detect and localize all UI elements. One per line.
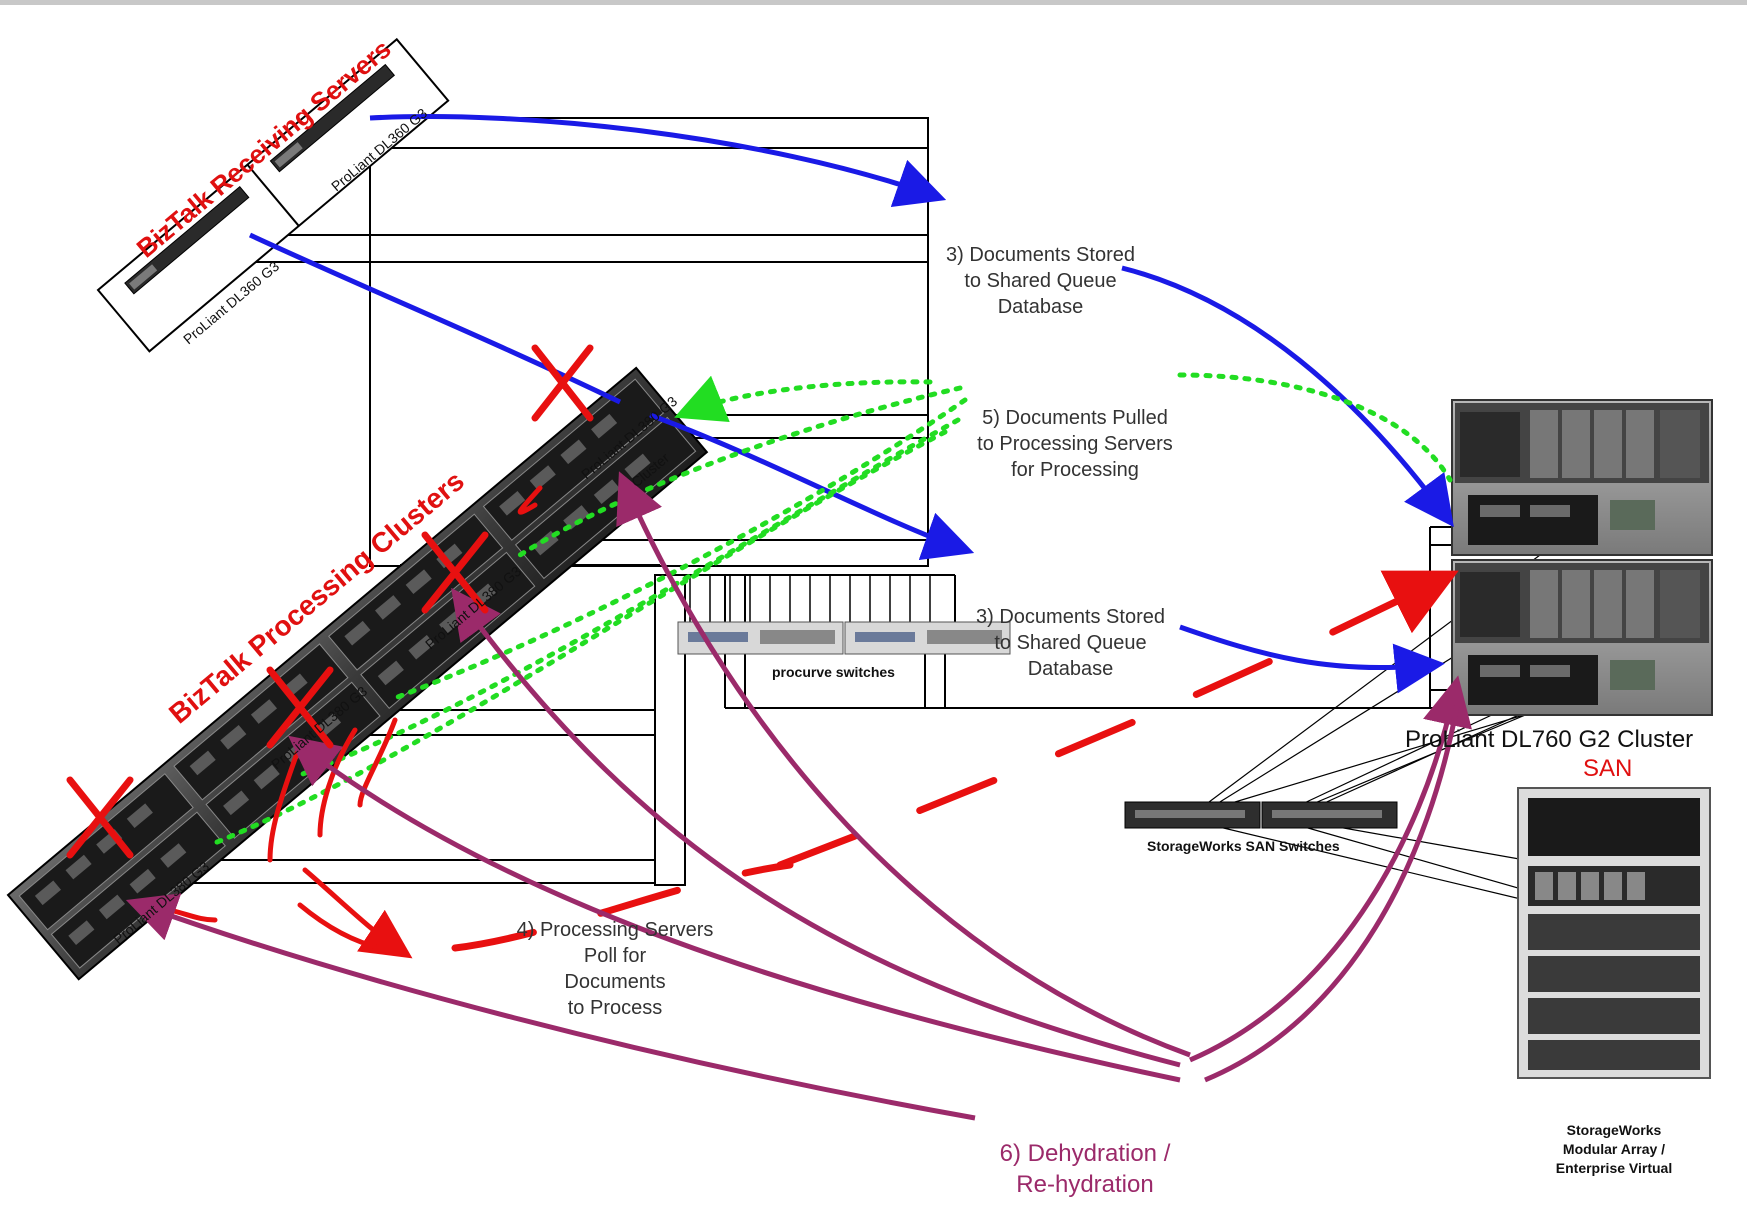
step6-label: 6) Dehydration /Re-hydration (975, 1076, 1195, 1231)
receiving-servers-group (98, 39, 448, 351)
network-diagram (0, 0, 1747, 1134)
san-switches (1125, 802, 1397, 828)
procurve-switches-label: procurve switches (772, 663, 895, 682)
san-label: SAN (1583, 756, 1632, 782)
san-switches-label: StorageWorks SAN Switches (1147, 837, 1340, 856)
dl760-cluster (1452, 400, 1712, 715)
storage-array (1518, 788, 1710, 1078)
cluster-label: ProLiant DL760 G2 Cluster (1405, 727, 1693, 753)
